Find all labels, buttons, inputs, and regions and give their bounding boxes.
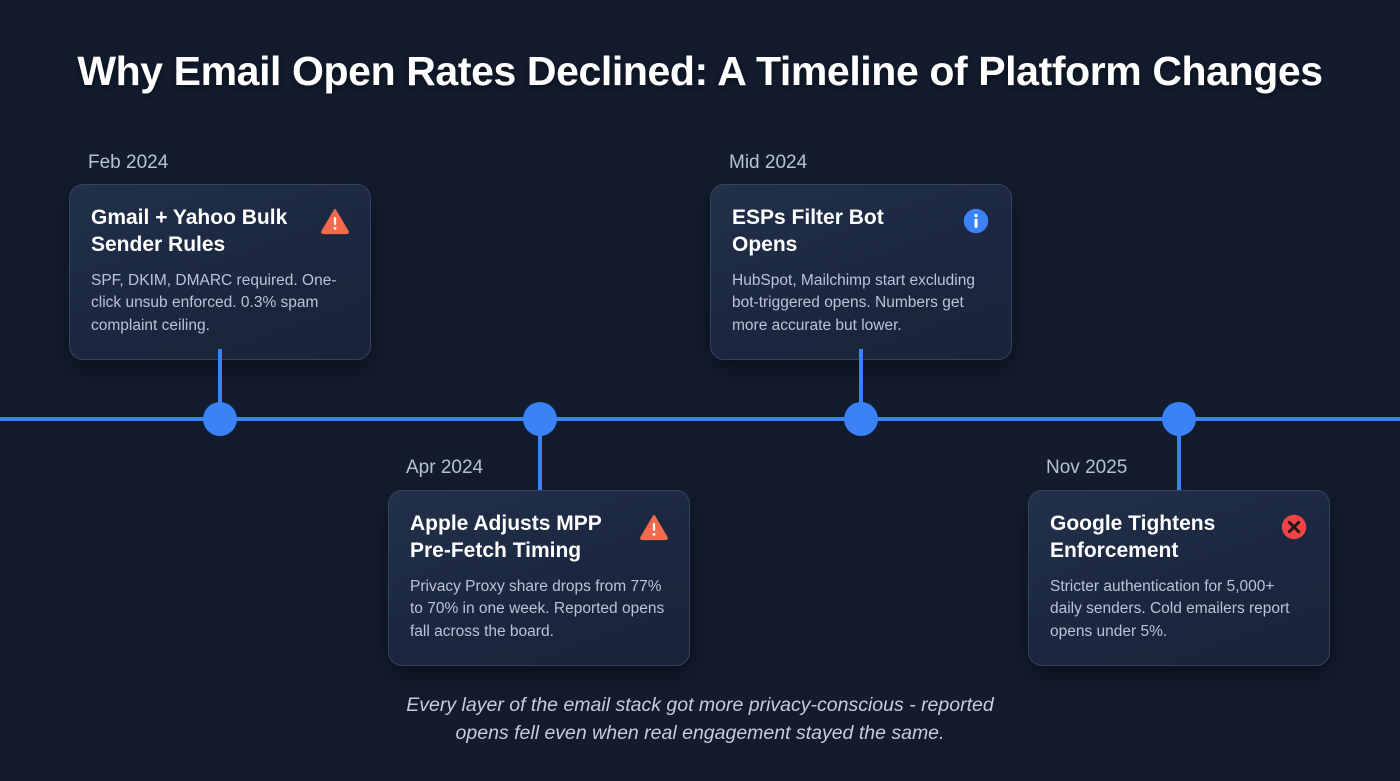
event-description: HubSpot, Mailchimp start excluding bot-t…: [732, 271, 975, 334]
event-title: Google Tightens Enforcement: [1050, 512, 1216, 562]
event-title: Gmail + Yahoo Bulk Sender Rules: [91, 206, 288, 256]
timeline-node-apr-2024[interactable]: [523, 402, 557, 436]
event-title: Apple Adjusts MPP Pre-Fetch Timing: [410, 512, 602, 562]
footer-line-2: opens fell even when real engagement sta…: [455, 721, 945, 744]
card-header: ESPs Filter Bot Opens: [732, 205, 990, 259]
card-header: Apple Adjusts MPP Pre-Fetch Timing: [410, 511, 668, 565]
event-description: SPF, DKIM, DMARC required. One-click uns…: [91, 271, 337, 334]
date-label-nov-2025: Nov 2025: [1046, 457, 1128, 478]
date-label-apr-2024: Apr 2024: [406, 457, 484, 478]
timeline-stem-apr-2024: [538, 417, 542, 490]
event-card-nov-2025[interactable]: Google Tightens Enforcement Stricter aut…: [1028, 490, 1330, 666]
card-header: Google Tightens Enforcement: [1050, 511, 1308, 565]
timeline-node-mid-2024[interactable]: [844, 402, 878, 436]
timeline-node-nov-2025[interactable]: [1162, 402, 1196, 436]
date-label-mid-2024: Mid 2024: [729, 152, 808, 173]
timeline-node-feb-2024[interactable]: [203, 402, 237, 436]
page-title: Why Email Open Rates Declined: A Timelin…: [77, 48, 1323, 94]
event-card-feb-2024[interactable]: Gmail + Yahoo Bulk Sender Rules SPF, DKI…: [69, 184, 371, 360]
event-description: Stricter authentication for 5,000+ daily…: [1050, 577, 1290, 640]
footer-caption: Every layer of the email stack got more …: [0, 692, 1400, 747]
warning-triangle-icon: [640, 513, 668, 541]
card-header: Gmail + Yahoo Bulk Sender Rules: [91, 205, 349, 259]
error-circle-icon: [1280, 513, 1308, 541]
warning-triangle-icon: [321, 207, 349, 235]
date-label-feb-2024: Feb 2024: [88, 152, 169, 173]
event-description: Privacy Proxy share drops from 77% to 70…: [410, 577, 665, 640]
footer-line-1: Every layer of the email stack got more …: [406, 694, 994, 716]
timeline-stem-feb-2024: [218, 349, 222, 419]
event-card-apr-2024[interactable]: Apple Adjusts MPP Pre-Fetch Timing Priva…: [388, 490, 690, 666]
timeline-stem-nov-2025: [1177, 417, 1181, 490]
info-circle-icon: [962, 207, 990, 235]
event-title: ESPs Filter Bot Opens: [732, 206, 884, 256]
timeline-axis: [0, 417, 1400, 421]
timeline-stem-mid-2024: [859, 349, 863, 419]
event-card-mid-2024[interactable]: ESPs Filter Bot Opens HubSpot, Mailchimp…: [710, 184, 1012, 360]
